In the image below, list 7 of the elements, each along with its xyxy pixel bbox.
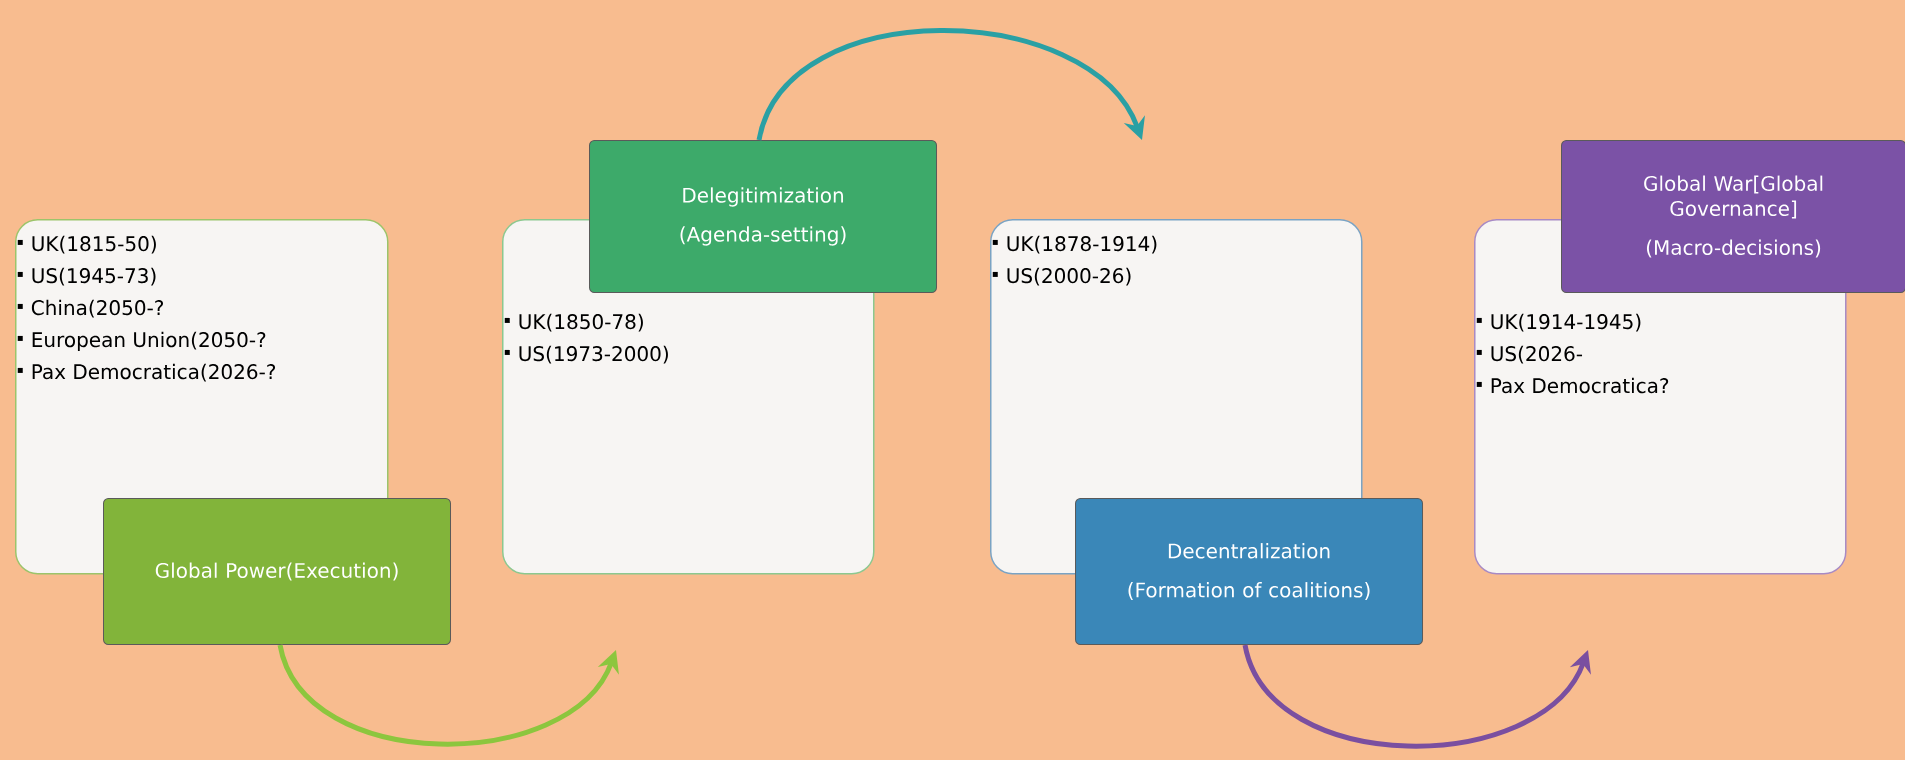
curved-arrow xyxy=(1242,644,1591,749)
stage-box: Global Power(Execution) xyxy=(103,498,451,645)
stage-box: Global War[Global Governance] (Macro-decisions) xyxy=(1561,140,1905,293)
curved-arrow xyxy=(756,28,1145,141)
stage-box: Delegitimization (Agenda-setting) xyxy=(589,140,937,293)
stage-box: Decentralization (Formation of coalitions) xyxy=(1075,498,1423,645)
curved-arrow xyxy=(277,644,619,747)
